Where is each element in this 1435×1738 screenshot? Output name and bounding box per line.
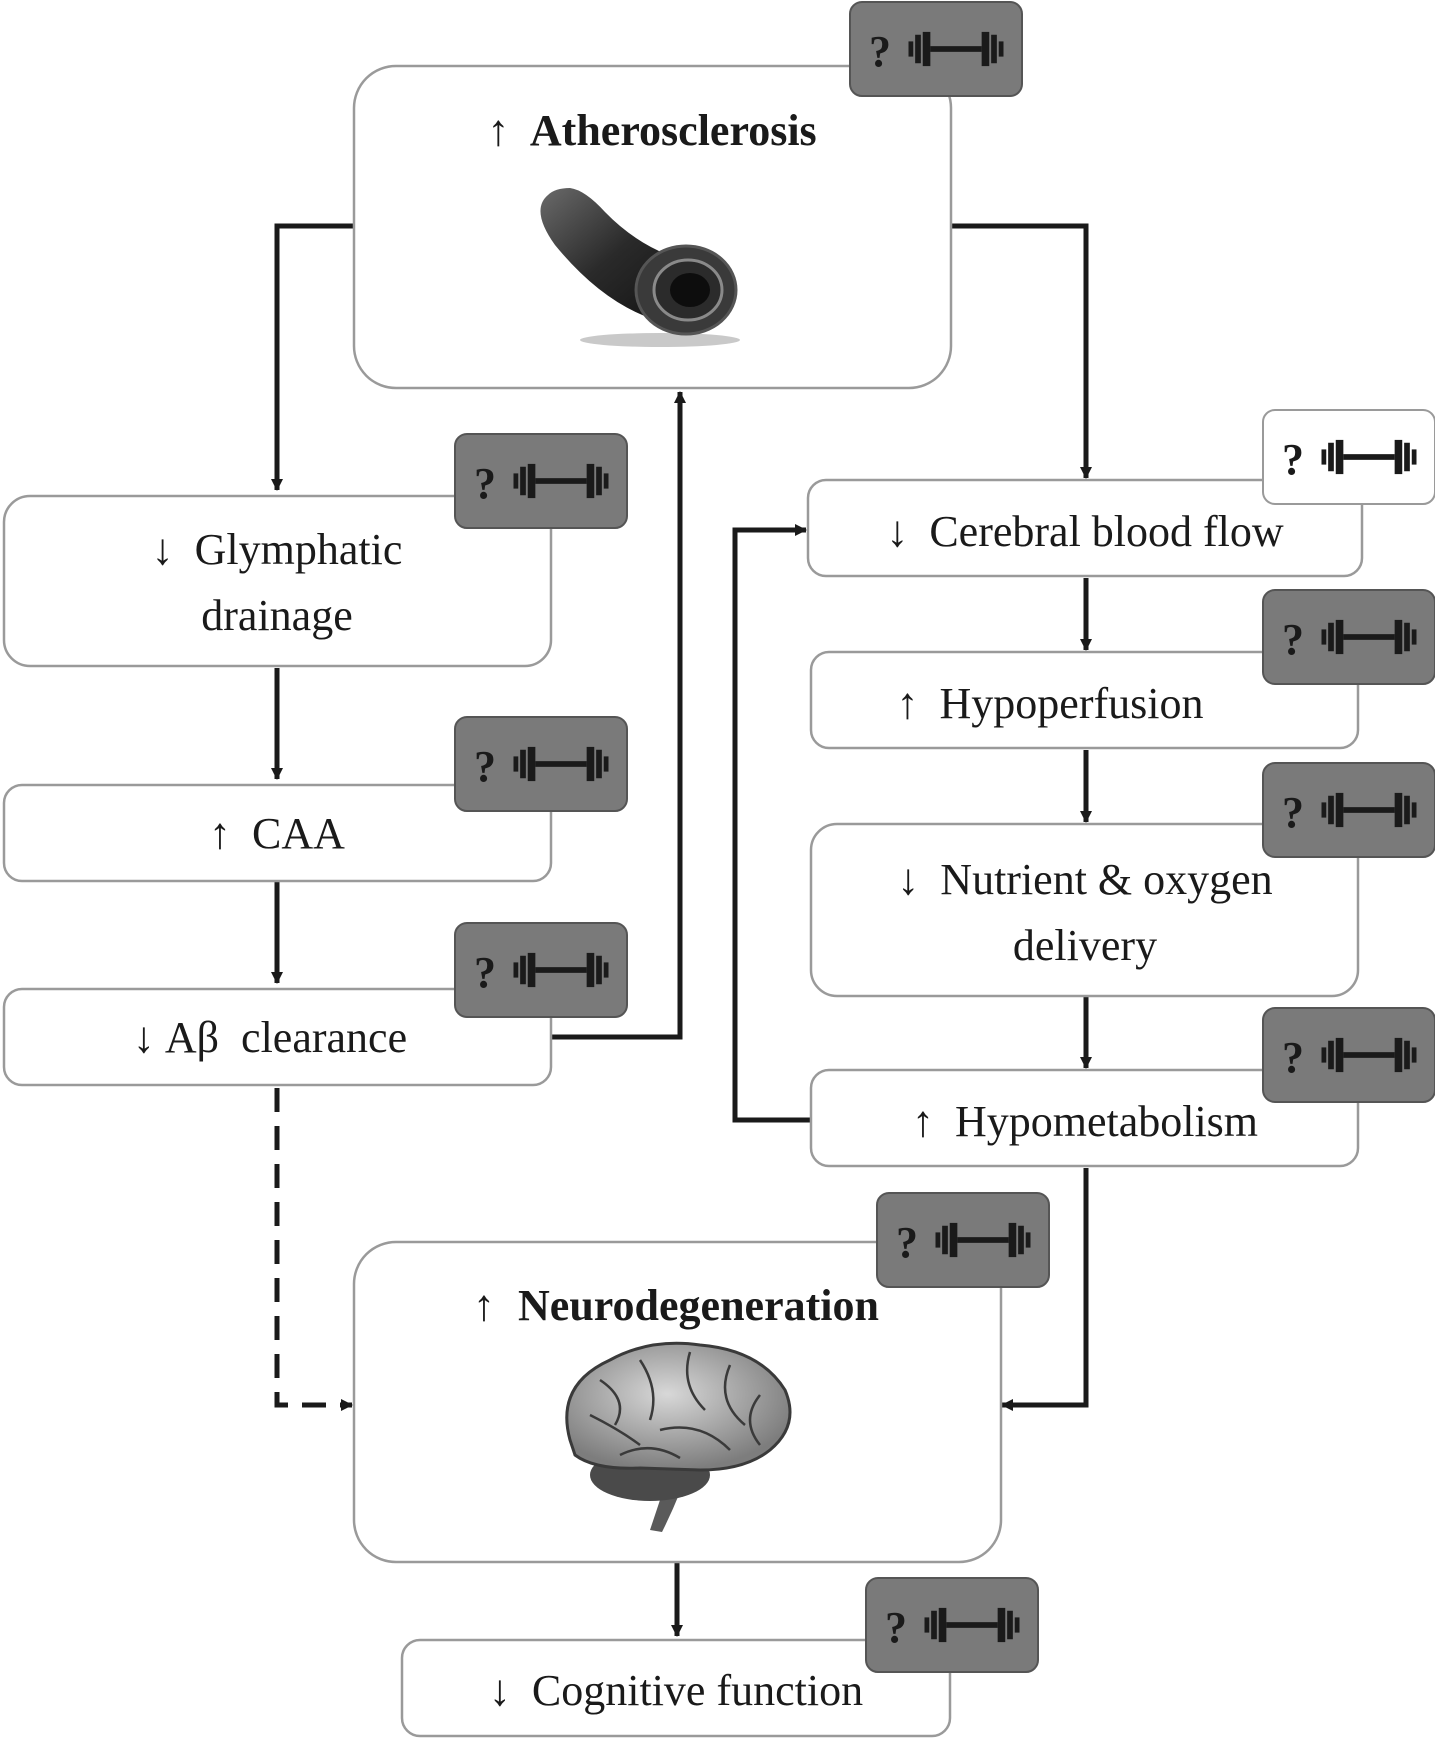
svg-text:↓ Glymphatic: ↓ Glymphatic	[152, 525, 403, 574]
node-abeta: ↓Aβ clearance	[2, 987, 553, 1087]
node-neurodegeneration: ↑ Neurodegeneration	[352, 1240, 1003, 1564]
badge-abeta: ?	[454, 922, 628, 1018]
badge-glymphatic: ?	[454, 433, 628, 529]
badge-cbf: ?	[1262, 409, 1435, 505]
node-caa: ↑ CAA	[2, 783, 553, 883]
edge-atherosclerosis-to-glymphatic	[271, 223, 354, 491]
node-label-line1: Glymphatic	[195, 525, 403, 574]
blood-vessel-icon	[540, 188, 740, 347]
node-label: CAA	[252, 809, 345, 858]
question-mark: ?	[1282, 435, 1304, 484]
node-label-line2: delivery	[1013, 921, 1157, 970]
decrease-arrow: ↓	[152, 525, 174, 574]
node-glymphatic: ↓ Glymphatic drainage	[2, 494, 553, 668]
svg-text:↓ Nutrient & oxygen: ↓ Nutrient & oxygen	[897, 855, 1272, 904]
edge-hypometabolism-to-neurodegeneration	[1001, 1168, 1089, 1411]
node-label: Cognitive function	[532, 1666, 863, 1715]
edge-abeta-to-atherosclerosis	[551, 391, 686, 1040]
badge-caa: ?	[454, 716, 628, 812]
question-mark: ?	[1282, 788, 1304, 837]
edge-atherosclerosis-to-cbf	[951, 223, 1092, 479]
increase-arrow: ↑	[473, 1281, 495, 1330]
question-mark: ?	[474, 948, 496, 997]
node-nutrient: ↓ Nutrient & oxygen delivery	[809, 822, 1360, 998]
node-label-line1: Nutrient & oxygen	[940, 855, 1272, 904]
node-hypoperfusion: ↑ Hypoperfusion	[809, 650, 1360, 750]
badge-neurodegeneration: ?	[876, 1192, 1050, 1288]
badge-hypometabolism: ?	[1262, 1007, 1435, 1103]
badge-hypoperfusion: ?	[1262, 589, 1435, 685]
badge-atherosclerosis: ?	[849, 1, 1023, 97]
question-mark: ?	[474, 742, 496, 791]
node-label: Cerebral blood flow	[929, 507, 1284, 556]
svg-text:↑ Hypoperfusion: ↑ Hypoperfusion	[897, 679, 1204, 728]
question-mark: ?	[896, 1218, 918, 1267]
question-mark: ?	[474, 459, 496, 508]
node-label: Atherosclerosis	[530, 106, 817, 155]
svg-text:↑ Atherosclerosis: ↑ Atherosclerosis	[487, 106, 816, 155]
svg-text:↓Aβ clearance: ↓Aβ clearance	[133, 1013, 407, 1062]
question-mark: ?	[869, 27, 891, 76]
node-label: Aβ clearance	[165, 1013, 407, 1062]
increase-arrow: ↑	[487, 106, 509, 155]
decrease-arrow: ↓	[489, 1666, 511, 1715]
svg-text:↑ CAA: ↑ CAA	[209, 809, 345, 858]
node-hypometabolism: ↑ Hypometabolism	[809, 1068, 1360, 1168]
increase-arrow: ↑	[209, 809, 231, 858]
question-mark: ?	[1282, 1033, 1304, 1082]
node-cbf: ↓ Cerebral blood flow	[806, 478, 1364, 578]
edge-abeta-to-neurodegeneration-dashed	[274, 1088, 353, 1411]
node-atherosclerosis: ↑ Atherosclerosis	[352, 64, 953, 390]
svg-text:↓ Cognitive function: ↓ Cognitive function	[489, 1666, 863, 1715]
node-label: Neurodegeneration	[518, 1281, 879, 1330]
svg-text:↑ Neurodegeneration: ↑ Neurodegeneration	[473, 1281, 879, 1330]
decrease-arrow: ↓	[133, 1013, 155, 1062]
svg-text:↑ Hypometabolism: ↑ Hypometabolism	[912, 1097, 1258, 1146]
node-label-line2: drainage	[201, 591, 352, 640]
edge-hypometabolism-to-cbf-feedback	[732, 524, 810, 1123]
decrease-arrow: ↓	[886, 507, 908, 556]
badge-nutrient: ?	[1262, 762, 1435, 858]
question-mark: ?	[1282, 615, 1304, 664]
brain-icon	[565, 1341, 792, 1532]
question-mark: ?	[885, 1603, 907, 1652]
decrease-arrow: ↓	[897, 855, 919, 904]
connectors	[271, 223, 1092, 1637]
node-label: Hypoperfusion	[940, 679, 1204, 728]
badge-cognitive: ?	[865, 1577, 1039, 1673]
increase-arrow: ↑	[897, 679, 919, 728]
node-label: Hypometabolism	[955, 1097, 1258, 1146]
increase-arrow: ↑	[912, 1097, 934, 1146]
svg-text:↓ Cerebral blood flow: ↓ Cerebral blood flow	[886, 507, 1284, 556]
node-cognitive: ↓ Cognitive function	[400, 1638, 952, 1738]
